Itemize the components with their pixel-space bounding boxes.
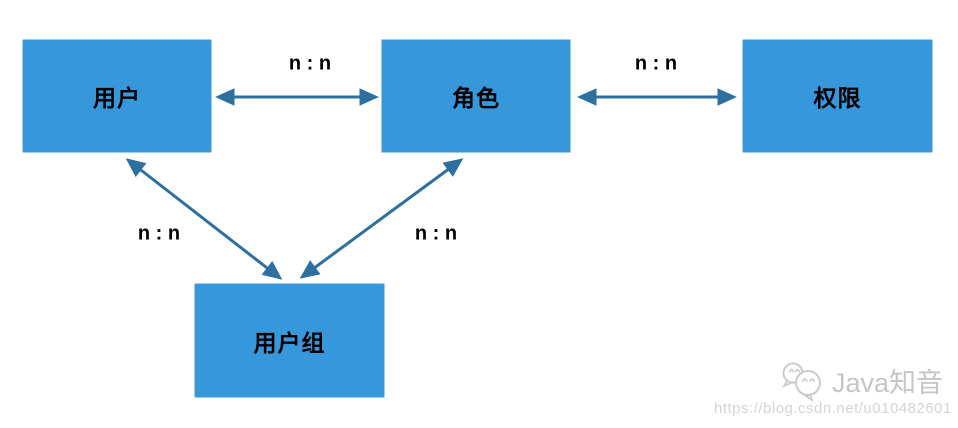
wechat-icon bbox=[779, 360, 825, 407]
edge-user-usergroup bbox=[125, 158, 283, 280]
edge-label-user-role: n : n bbox=[288, 52, 332, 75]
watermark: Java知音 bbox=[779, 360, 943, 407]
node-user: 用户 bbox=[22, 39, 212, 153]
watermark-url: https://blog.csdn.net/u010482601 bbox=[714, 400, 952, 417]
watermark-brand: Java知音 bbox=[832, 368, 944, 398]
node-role-label: 角色 bbox=[452, 85, 500, 111]
node-user-group: 用户组 bbox=[194, 283, 385, 398]
edge-label-role-permission: n : n bbox=[634, 52, 678, 75]
node-user-group-label: 用户组 bbox=[253, 329, 326, 356]
node-role: 角色 bbox=[381, 39, 571, 153]
node-user-label: 用户 bbox=[93, 85, 141, 111]
edge-label-role-usergroup: n : n bbox=[414, 222, 458, 245]
node-permission: 权限 bbox=[742, 39, 933, 153]
node-permission-label: 权限 bbox=[813, 85, 862, 111]
edge-label-user-usergroup: n : n bbox=[137, 222, 181, 245]
edge-role-usergroup bbox=[299, 158, 464, 279]
